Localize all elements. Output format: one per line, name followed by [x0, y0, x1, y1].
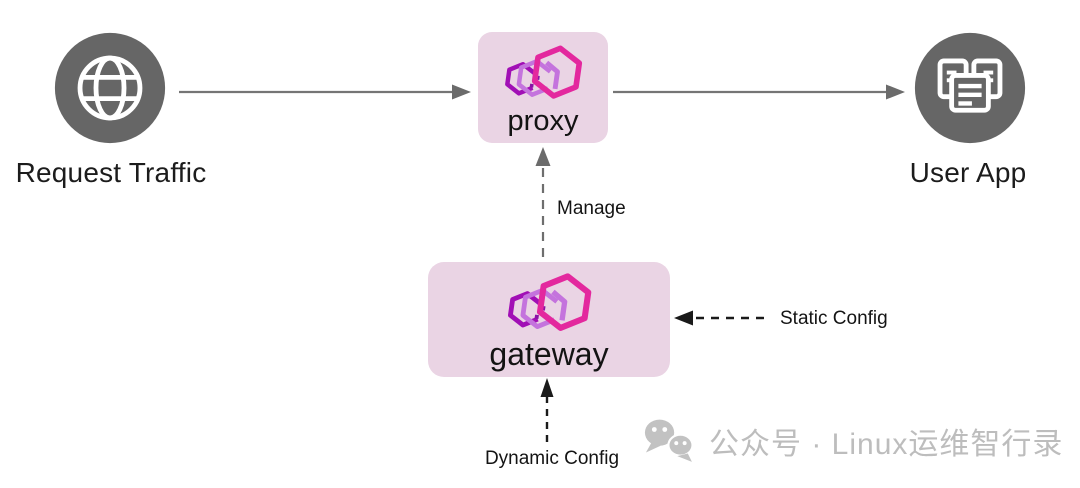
- dynamic-config-edge-label: Dynamic Config: [484, 448, 620, 469]
- edge-proxy-to-user-app: [613, 84, 905, 100]
- proxy-label: proxy: [507, 104, 579, 137]
- edge-traffic-to-proxy: [179, 84, 471, 100]
- edge-manage: [535, 147, 551, 257]
- request-traffic-node: [52, 30, 168, 146]
- user-app-label: User App: [909, 157, 1027, 188]
- proxy-node: proxy: [478, 32, 608, 143]
- edge-dynamic-config: [540, 378, 554, 442]
- user-app-node: [912, 30, 1028, 146]
- request-traffic-label: Request Traffic: [15, 157, 207, 188]
- static-config-edge-label: Static Config: [780, 308, 888, 329]
- watermark-text: 公众号 · Linux运维智行录: [709, 428, 1064, 461]
- gateway-label: gateway: [489, 336, 609, 373]
- wechat-icon: [644, 419, 694, 462]
- globe-icon: [54, 32, 166, 144]
- app-stack-icon: [914, 32, 1026, 144]
- edge-static-config: [674, 310, 764, 326]
- traefik-logo: [505, 45, 583, 99]
- traefik-logo: [507, 273, 592, 332]
- manage-edge-label: Manage: [557, 198, 626, 219]
- gateway-node: gateway: [428, 262, 670, 377]
- watermark: 公众号 · Linux运维智行录: [641, 418, 1063, 464]
